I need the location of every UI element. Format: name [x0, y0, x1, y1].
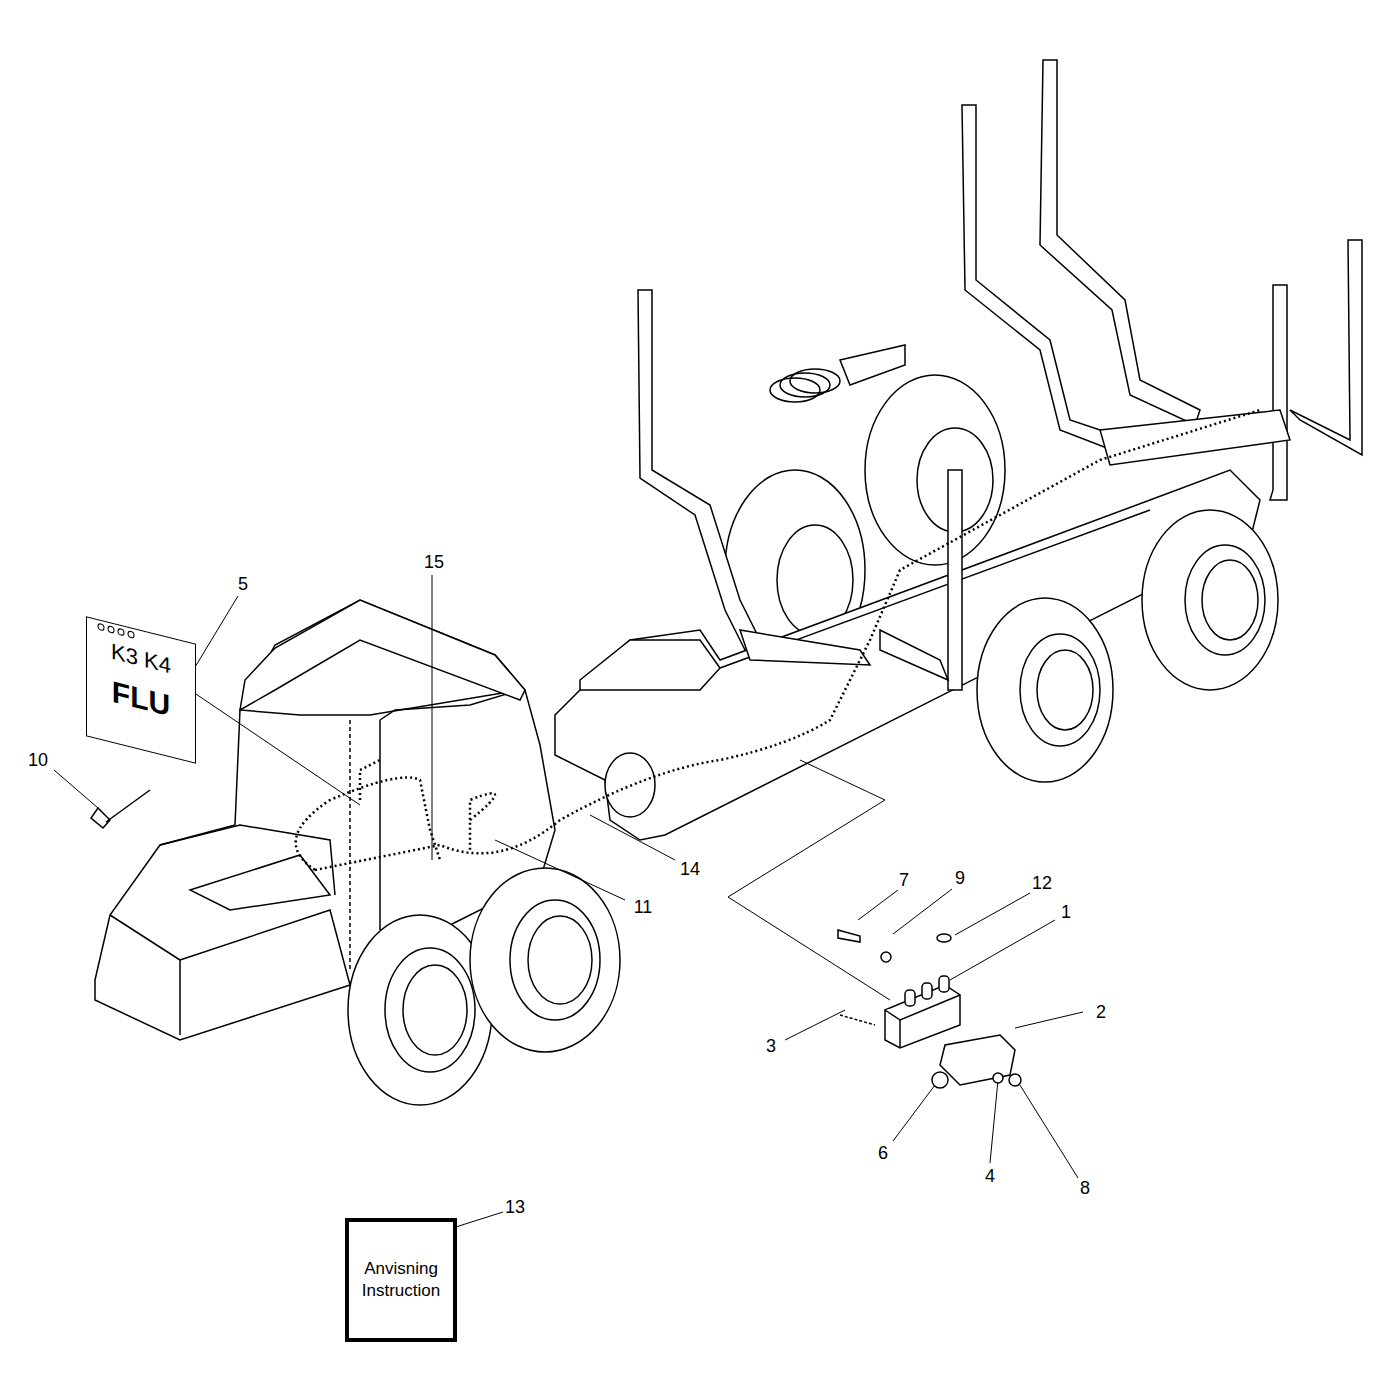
- callout-number: 14: [678, 859, 702, 879]
- callout-number: 8: [1078, 1178, 1092, 1198]
- callout-number: 4: [983, 1166, 997, 1186]
- instruction-box: Anvisning Instruction: [345, 1218, 457, 1342]
- callout-number: 12: [1030, 873, 1054, 893]
- instruction-text: Anvisning Instruction: [355, 1258, 447, 1302]
- flu-label-plate: K3 K4FLU: [86, 616, 196, 763]
- callout-number: 11: [632, 897, 655, 917]
- callout-number: 2: [1094, 1002, 1108, 1022]
- plate-title: FLU: [91, 667, 191, 732]
- callout-number: 9: [953, 868, 967, 888]
- callout-number: 1: [1059, 902, 1073, 922]
- callout-number: 5: [236, 574, 250, 594]
- callout-number: 3: [764, 1036, 778, 1056]
- callout-number: 10: [26, 750, 50, 770]
- callout-number: 7: [897, 870, 911, 890]
- callout-number: 15: [422, 552, 446, 572]
- callout-number: 13: [503, 1197, 527, 1217]
- callout-number: 6: [876, 1143, 890, 1163]
- plate-code: K3 K4: [91, 633, 191, 686]
